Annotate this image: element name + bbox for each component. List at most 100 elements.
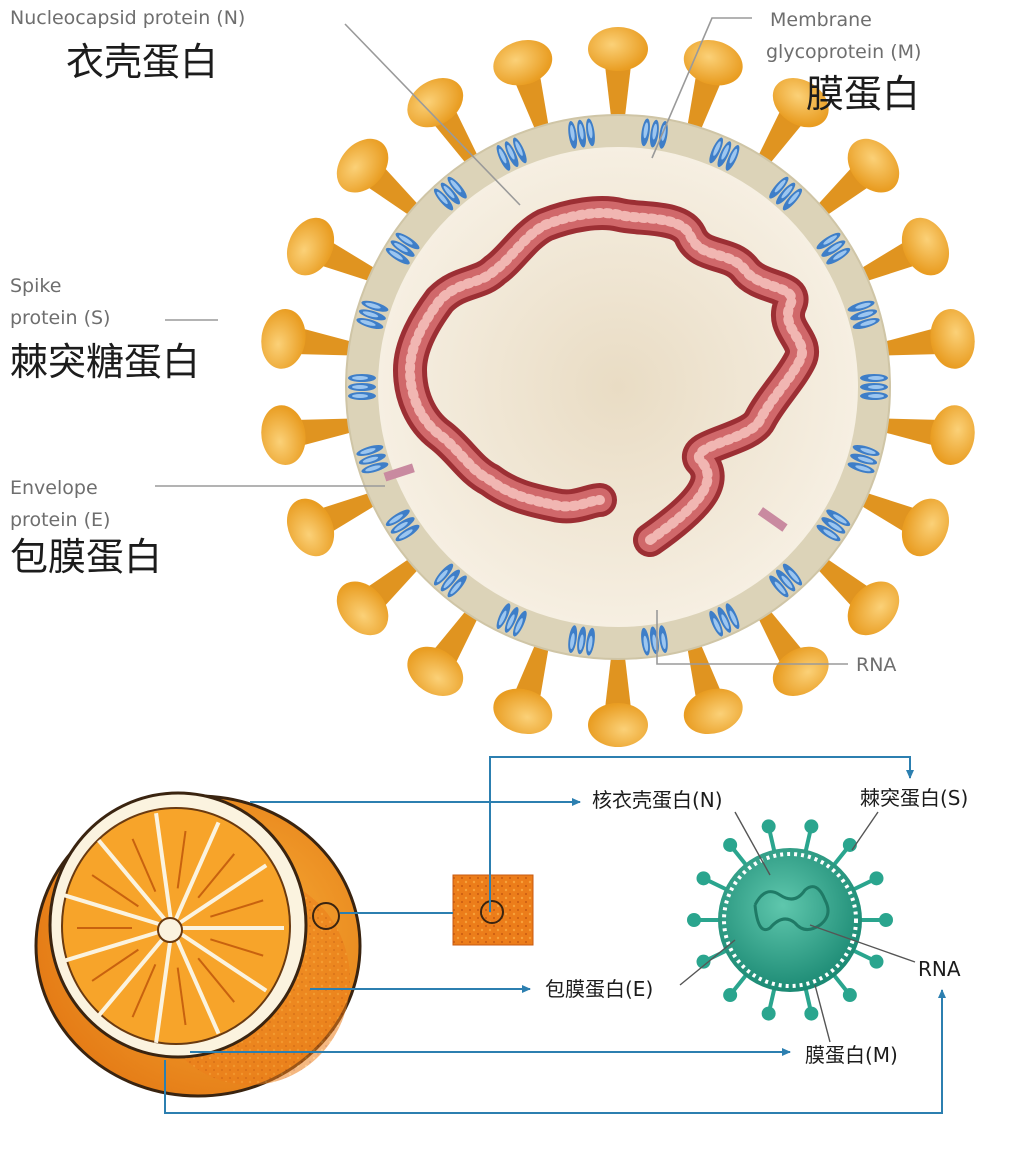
- bottom-connector-arrows: [164, 756, 946, 1114]
- spike-head: [588, 703, 648, 747]
- segment-divider: [154, 927, 174, 1044]
- spike-head: [493, 688, 553, 735]
- segment-vein: [176, 830, 187, 889]
- spike-stem: [604, 649, 632, 717]
- segment-divider: [63, 893, 173, 930]
- label-envelope-en-1: Envelope: [10, 477, 98, 499]
- leader-s-bottom: [851, 811, 879, 851]
- membrane-protein: [709, 137, 740, 171]
- label-nucleocapsid-zh: 衣壳蛋白: [66, 40, 218, 84]
- membrane-protein: [816, 232, 851, 265]
- membrane-protein: [816, 509, 851, 542]
- segment-divider: [170, 926, 268, 993]
- membrane-protein: [860, 374, 888, 400]
- label-spike-zh: 棘突糖蛋白: [10, 340, 200, 384]
- coronavirus-cross-section: [261, 27, 975, 747]
- rna-nucleocapsid-coil: [393, 196, 819, 557]
- label-spike-en-1: Spike: [10, 275, 61, 297]
- spike-head: [261, 309, 306, 369]
- spike-stem: [289, 326, 360, 356]
- segment-divider: [170, 927, 221, 1035]
- spike-head: [683, 688, 743, 735]
- label-nucleocapsid-en: Nucleocapsid protein (N): [10, 7, 245, 29]
- membrane-proteins: [348, 118, 888, 656]
- membrane-protein: [496, 603, 527, 637]
- spike-stem: [876, 418, 947, 448]
- spike-head: [930, 309, 975, 369]
- label-envelope-zh: 包膜蛋白: [10, 535, 162, 579]
- bottom-labels: 核衣壳蛋白(N) 棘突蛋白(S) 包膜蛋白(E) RNA 膜蛋白(M): [545, 786, 968, 1067]
- arrow-to-spike: [489, 756, 914, 912]
- membrane-protein: [769, 176, 803, 211]
- spike-head: [901, 498, 950, 557]
- mini-spike-head: [723, 837, 738, 852]
- arrow-to-rna: [164, 989, 946, 1114]
- envelope-protein-marks: [383, 463, 788, 532]
- label-envelope-bottom: 包膜蛋白(E): [545, 977, 653, 1001]
- mini-spike-head: [696, 954, 711, 969]
- leader-m-bottom: [814, 984, 831, 1043]
- label-rna-bottom: RNA: [918, 957, 961, 981]
- mini-virus-rna: [753, 885, 830, 932]
- spike-head: [772, 78, 829, 128]
- spike-head: [847, 138, 900, 193]
- label-spike-bottom: 棘突蛋白(S): [860, 786, 968, 810]
- mini-spike-head: [804, 819, 819, 834]
- label-membrane-en-2: glycoprotein (M): [766, 41, 921, 63]
- mini-virus-envelope-dots: [722, 852, 858, 988]
- membrane-protein: [433, 563, 467, 598]
- segment-vein: [91, 948, 139, 982]
- spike-head: [588, 27, 648, 71]
- mini-spike-head: [879, 913, 893, 927]
- segment-vein: [91, 874, 139, 908]
- spike-head: [407, 646, 464, 696]
- spike-head: [286, 217, 335, 276]
- spike-head: [772, 646, 829, 696]
- spike-head: [407, 78, 464, 128]
- mini-virus: [687, 819, 893, 1021]
- mini-spike-head: [804, 1006, 819, 1021]
- membrane-protein: [641, 625, 668, 656]
- segment-vein: [210, 938, 264, 957]
- segment-vein: [210, 899, 264, 918]
- peel-zoom-square: [452, 874, 534, 946]
- segment-vein: [131, 838, 157, 893]
- mini-spike-head: [869, 954, 884, 969]
- membrane-protein: [847, 444, 880, 474]
- leader-n-bottom: [734, 811, 771, 876]
- membrane-protein: [356, 444, 389, 474]
- spike-head: [901, 217, 950, 276]
- orange-peel-highlight-circle: [312, 902, 340, 930]
- spike-stem: [289, 418, 360, 448]
- membrane-protein: [709, 603, 740, 637]
- mini-spike-head: [869, 871, 884, 886]
- membrane-protein: [769, 563, 803, 598]
- orange-illustration: [34, 791, 362, 1098]
- leader-e-bottom: [679, 939, 736, 986]
- mini-spike-head: [842, 988, 857, 1003]
- mini-spike-head: [723, 988, 738, 1003]
- segment-divider: [63, 926, 173, 963]
- segment-divider: [97, 926, 174, 1017]
- membrane-protein: [348, 374, 376, 400]
- spike-head: [336, 581, 389, 636]
- membrane-protein: [496, 137, 527, 171]
- membrane-protein: [385, 509, 420, 542]
- label-membrane-bottom: 膜蛋白(M): [805, 1043, 898, 1067]
- membrane-protein: [356, 300, 389, 330]
- label-membrane-zh: 膜蛋白: [806, 72, 920, 116]
- segment-vein: [197, 853, 235, 899]
- leader-nucleocapsid: [344, 23, 521, 206]
- spike-stem: [604, 57, 632, 125]
- bottom-leader-lines: [679, 811, 916, 1043]
- spike-head: [683, 39, 743, 86]
- segment-vein: [176, 967, 187, 1026]
- segment-divider: [170, 821, 221, 929]
- label-nucleocapsid-bottom: 核衣壳蛋白(N): [592, 788, 723, 812]
- membrane-protein: [433, 176, 467, 211]
- top-labels: Nucleocapsid protein (N) 衣壳蛋白 Membrane g…: [10, 7, 921, 676]
- spike-head: [493, 39, 553, 86]
- spike-head: [261, 405, 306, 465]
- label-envelope-en-2: protein (E): [10, 509, 110, 531]
